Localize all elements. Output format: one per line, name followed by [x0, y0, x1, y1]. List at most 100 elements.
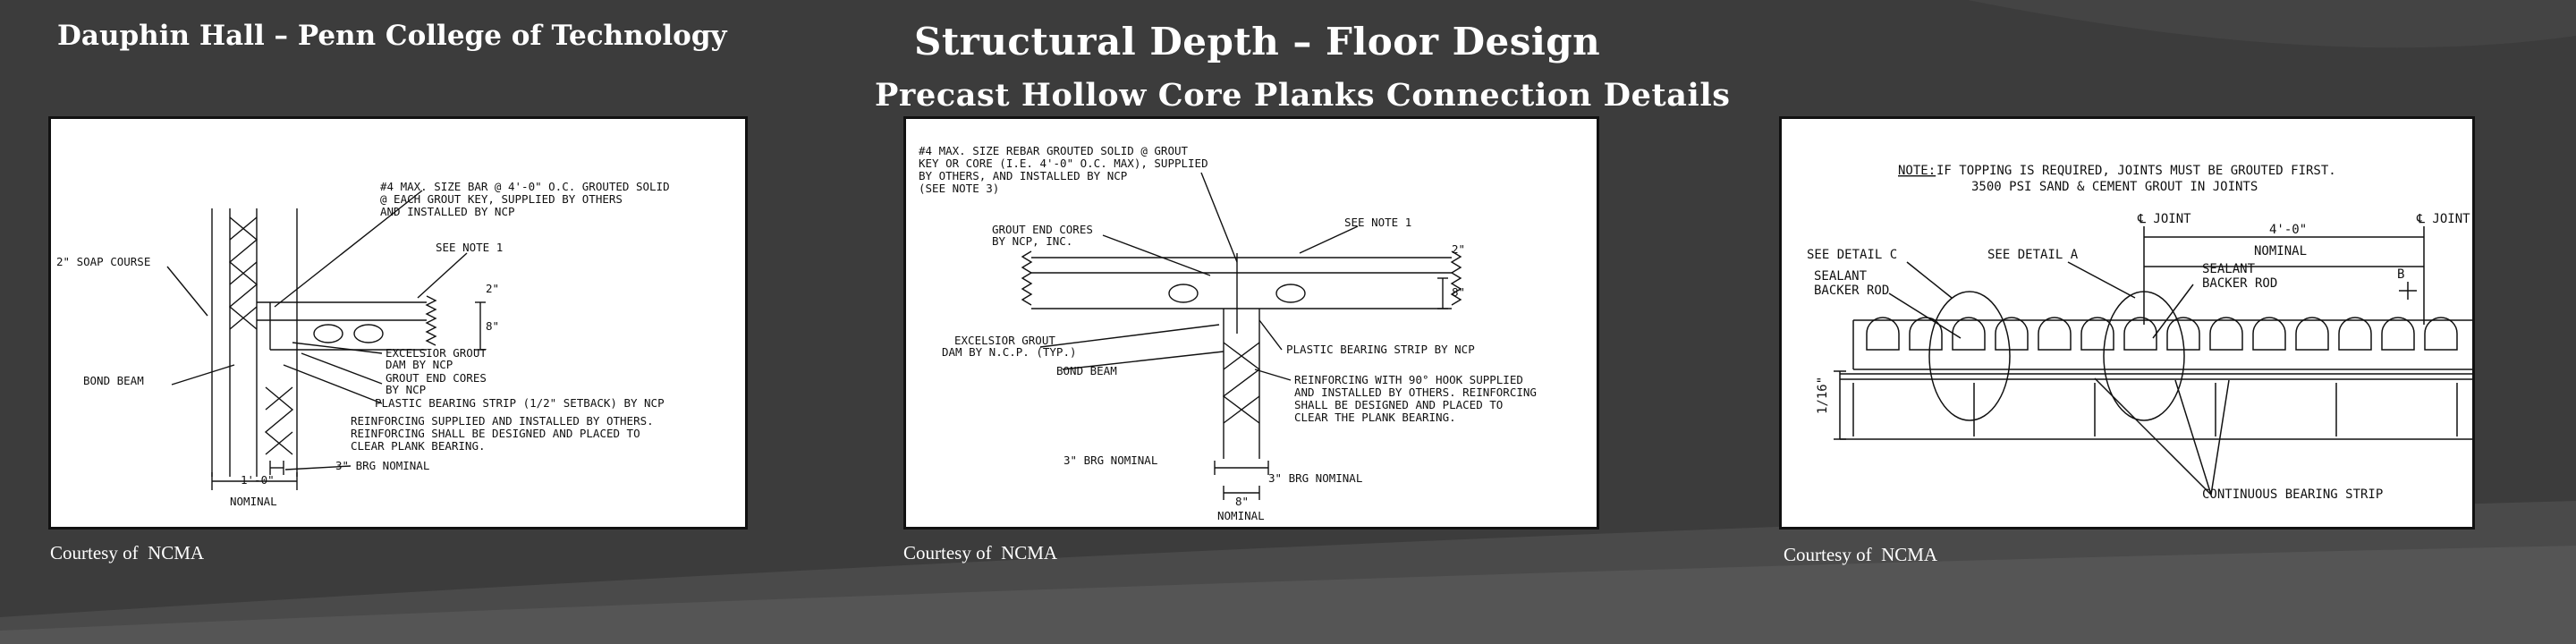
svg-text:SEE NOTE 1: SEE NOTE 1	[1344, 216, 1411, 229]
label-joint-right: ℄ JOINT	[2416, 212, 2470, 226]
interior-bearing-drawing: #4 MAX. SIZE REBAR GROUTED SOLID @ GROUT…	[919, 144, 1537, 522]
caption-panel-1: Courtesy of NCMA	[50, 542, 205, 564]
label-bond-beam: BOND BEAM	[1056, 364, 1117, 377]
label-reinforcing-2: AND INSTALLED BY OTHERS. REINFORCING	[1294, 386, 1537, 399]
svg-text:2": 2"	[486, 282, 499, 295]
svg-text:PLASTIC BEARING STRIP BY NCP: PLASTIC BEARING STRIP BY NCP	[1286, 343, 1475, 356]
svg-text:(SEE NOTE 3): (SEE NOTE 3)	[919, 182, 999, 195]
svg-text:BOND BEAM: BOND BEAM	[1056, 364, 1117, 377]
label-brg-nominal-left: 3" BRG NOMINAL	[1063, 453, 1157, 467]
label-note-1: SEE NOTE 1	[1344, 216, 1411, 229]
svg-text:BY OTHERS, AND INSTALLED BY NC: BY OTHERS, AND INSTALLED BY NCP	[919, 169, 1127, 182]
svg-text:3" BRG NOMINAL: 3" BRG NOMINAL	[1268, 471, 1362, 485]
svg-text:BACKER ROD: BACKER ROD	[2202, 276, 2277, 291]
svg-text:℄ JOINT: ℄ JOINT	[2137, 212, 2191, 226]
wall-bearing-drawing: #4 MAX. SIZE BAR @ 4'-0" O.C. GROUTED SO…	[56, 180, 670, 508]
label-grout-cores-2: BY NCP, INC.	[992, 234, 1072, 248]
label-reinforcing-1: REINFORCING SUPPLIED AND INSTALLED BY OT…	[351, 414, 654, 428]
svg-text:SHALL BE DESIGNED AND PLACED T: SHALL BE DESIGNED AND PLACED TO	[1294, 398, 1503, 411]
caption-panel-3: Courtesy of NCMA	[1784, 544, 1938, 565]
svg-text:GROUT END CORES: GROUT END CORES	[386, 371, 487, 385]
svg-text:KEY OR CORE (I.E. 4'-0" O.C. M: KEY OR CORE (I.E. 4'-0" O.C. MAX), SUPPL…	[919, 157, 1208, 170]
label-bond-beam: BOND BEAM	[83, 374, 144, 387]
project-name: Dauphin Hall – Penn College of Technolog…	[57, 20, 727, 52]
label-note-text: IF TOPPING IS REQUIRED, JOINTS MUST BE G…	[1936, 164, 2336, 178]
svg-text:8": 8"	[486, 319, 499, 333]
label-soap-course: 2" SOAP COURSE	[56, 255, 150, 268]
svg-text:AND INSTALLED BY OTHERS. REINF: AND INSTALLED BY OTHERS. REINFORCING	[1294, 386, 1537, 399]
label-rebar-3: BY OTHERS, AND INSTALLED BY NCP	[919, 169, 1127, 182]
svg-text:3500 PSI SAND & CEMENT GROUT I: 3500 PSI SAND & CEMENT GROUT IN JOINTS	[1971, 180, 2258, 194]
svg-text:BY NCP: BY NCP	[386, 383, 426, 396]
label-grout-cores-2: BY NCP	[386, 383, 426, 396]
svg-text:AND INSTALLED BY NCP: AND INSTALLED BY NCP	[380, 205, 515, 218]
label-bar-3: AND INSTALLED BY NCP	[380, 205, 515, 218]
label-rebar-2: KEY OR CORE (I.E. 4'-0" O.C. MAX), SUPPL…	[919, 157, 1208, 170]
label-reinforcing-4: CLEAR THE PLANK BEARING.	[1294, 411, 1456, 424]
dim-8in-vertical: 8"	[1452, 285, 1465, 299]
svg-text:CONTINUOUS BEARING STRIP: CONTINUOUS BEARING STRIP	[2202, 487, 2383, 502]
svg-text:CLEAR THE PLANK BEARING.: CLEAR THE PLANK BEARING.	[1294, 411, 1456, 424]
svg-text:IF TOPPING IS REQUIRED, JOINTS: IF TOPPING IS REQUIRED, JOINTS MUST BE G…	[1936, 164, 2336, 178]
label-bearing-strip: PLASTIC BEARING STRIP BY NCP	[1286, 343, 1475, 356]
dim-4ft: 4'-0"	[2269, 223, 2307, 237]
svg-text:SEALANT: SEALANT	[1814, 269, 1868, 284]
dim-1-16in: 1/16"	[1816, 377, 1830, 414]
label-sealant-right: SEALANT	[2202, 262, 2256, 276]
svg-text:SEE NOTE 1: SEE NOTE 1	[436, 241, 503, 254]
svg-text:SEE DETAIL A: SEE DETAIL A	[1987, 248, 2079, 262]
svg-text:℄ JOINT: ℄ JOINT	[2416, 212, 2470, 226]
dim-2in: 2"	[1452, 242, 1465, 256]
label-excelsior-2: DAM BY NCP	[386, 358, 453, 371]
svg-text:REINFORCING SHALL BE DESIGNED: REINFORCING SHALL BE DESIGNED AND PLACED…	[351, 427, 640, 440]
svg-text:2": 2"	[1452, 242, 1465, 256]
dim-2in: 2"	[486, 282, 499, 295]
label-see-detail-c: SEE DETAIL C	[1807, 248, 1897, 262]
svg-text:GROUT END CORES: GROUT END CORES	[992, 223, 1093, 236]
dim-8in: 8"	[1235, 495, 1249, 508]
svg-text:BOND BEAM: BOND BEAM	[83, 374, 144, 387]
svg-text:NOMINAL: NOMINAL	[230, 495, 277, 508]
svg-text:3" BRG NOMINAL: 3" BRG NOMINAL	[335, 459, 429, 472]
label-section-b: B	[2397, 267, 2404, 282]
svg-text:DAM BY NCP: DAM BY NCP	[386, 358, 453, 371]
label-backer-rod-left: BACKER ROD	[1814, 284, 1889, 298]
label-continuous-bearing-strip: CONTINUOUS BEARING STRIP	[2202, 487, 2383, 502]
label-reinforcing-3: SHALL BE DESIGNED AND PLACED TO	[1294, 398, 1503, 411]
dim-1ft: 1'-0"	[241, 473, 275, 487]
svg-text:1/16": 1/16"	[1816, 377, 1830, 414]
svg-text:REINFORCING WITH 90° HOOK SUPP: REINFORCING WITH 90° HOOK SUPPLIED	[1294, 373, 1523, 386]
caption-panel-2: Courtesy of NCMA	[903, 542, 1058, 564]
svg-text:@ EACH GROUT KEY, SUPPLIED BY: @ EACH GROUT KEY, SUPPLIED BY OTHERS	[380, 192, 623, 206]
label-rebar-4: (SEE NOTE 3)	[919, 182, 999, 195]
svg-text:4'-0": 4'-0"	[2269, 223, 2307, 237]
joint-section-drawing: NOTE: IF TOPPING IS REQUIRED, JOINTS MUS…	[1807, 164, 2472, 502]
label-note-1: SEE NOTE 1	[436, 241, 503, 254]
svg-text:B: B	[2397, 267, 2404, 282]
label-nominal: NOMINAL	[230, 495, 277, 508]
svg-text:8": 8"	[1452, 285, 1465, 299]
svg-text:#4 MAX. SIZE REBAR GROUTED SOL: #4 MAX. SIZE REBAR GROUTED SOLID @ GROUT	[919, 144, 1188, 157]
label-excelsior-2: DAM BY N.C.P. (TYP.)	[942, 345, 1077, 359]
label-bearing-strip: PLASTIC BEARING STRIP (1/2" SETBACK) BY …	[375, 396, 665, 410]
label-nominal: NOMINAL	[1217, 509, 1265, 522]
detail-panel-joint-section: NOTE: IF TOPPING IS REQUIRED, JOINTS MUS…	[1779, 116, 2475, 530]
slide-title: Structural Depth – Floor Design	[914, 20, 1601, 64]
label-nominal: NOMINAL	[2254, 244, 2307, 258]
label-rebar-1: #4 MAX. SIZE REBAR GROUTED SOLID @ GROUT	[919, 144, 1188, 157]
label-note: NOTE:	[1898, 164, 1936, 178]
detail-panel-wall-bearing: #4 MAX. SIZE BAR @ 4'-0" O.C. GROUTED SO…	[48, 116, 748, 530]
label-bar-2: @ EACH GROUT KEY, SUPPLIED BY OTHERS	[380, 192, 623, 206]
svg-text:8": 8"	[1235, 495, 1249, 508]
label-grout-spec: 3500 PSI SAND & CEMENT GROUT IN JOINTS	[1971, 180, 2258, 194]
label-joint-left: ℄ JOINT	[2137, 212, 2191, 226]
label-bar: #4 MAX. SIZE BAR @ 4'-0" O.C. GROUTED SO…	[380, 180, 670, 193]
label-grout-cores-1: GROUT END CORES	[992, 223, 1093, 236]
svg-text:EXCELSIOR GROUT: EXCELSIOR GROUT	[954, 334, 1055, 347]
svg-text:EXCELSIOR GROUT: EXCELSIOR GROUT	[386, 346, 487, 360]
label-excelsior: EXCELSIOR GROUT	[386, 346, 487, 360]
label-brg-nominal-right: 3" BRG NOMINAL	[1268, 471, 1362, 485]
svg-text:#4 MAX. SIZE BAR @ 4'-0" O.C.: #4 MAX. SIZE BAR @ 4'-0" O.C. GROUTED SO…	[380, 180, 670, 193]
svg-text:NOTE:: NOTE:	[1898, 164, 1936, 178]
